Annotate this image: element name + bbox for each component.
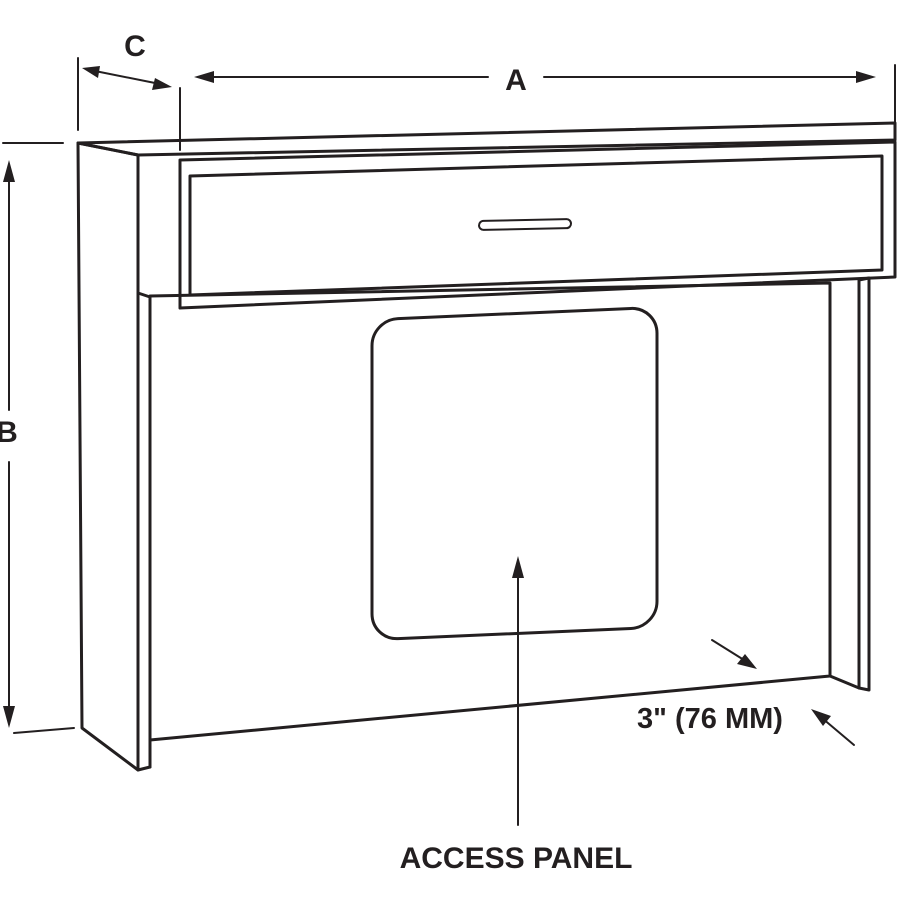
dim-b-arrow-top (3, 160, 15, 182)
dimension-b: B (0, 142, 75, 734)
drawer-front (178, 140, 897, 310)
cabinet (76, 121, 897, 772)
dim-c-label: C (124, 30, 146, 63)
offset-arrow-line-bottom (821, 717, 855, 746)
left-side-panel (76, 141, 140, 772)
dimension-a: A (179, 64, 896, 151)
dim-a-arrow-left (194, 71, 214, 83)
dim-a-label: A (505, 64, 527, 97)
right-side-strip (857, 276, 871, 692)
dimension-c: C (77, 30, 172, 131)
offset-arrow-head-top (737, 654, 757, 669)
drawer-handle (478, 218, 573, 231)
left-front-edge (136, 291, 152, 299)
top-surface (76, 121, 897, 157)
offset-arrow-line-top (711, 639, 745, 661)
dim-c-arrow-left (82, 66, 100, 78)
dim-a-arrow-right (856, 71, 876, 83)
dim-c-line (89, 69, 161, 85)
access-panel-label: ACCESS PANEL (400, 842, 633, 875)
dim-b-label: B (0, 416, 18, 449)
dim-b-extension-bottom (13, 727, 75, 734)
access-panel-outline (370, 306, 659, 641)
offset-dimension-label: 3" (76 MM) (637, 703, 783, 735)
dim-c-arrow-right (152, 78, 172, 90)
access-panel-leader-arrow (512, 556, 524, 578)
access-panel-callout: ACCESS PANEL (400, 556, 633, 875)
dim-b-arrow-bottom (3, 706, 15, 728)
front-panel (148, 281, 832, 742)
offset-callout: 3" (76 MM) (637, 639, 855, 746)
offset-arrow-head-bottom (811, 709, 831, 726)
drawer-inner-panel (188, 154, 884, 297)
